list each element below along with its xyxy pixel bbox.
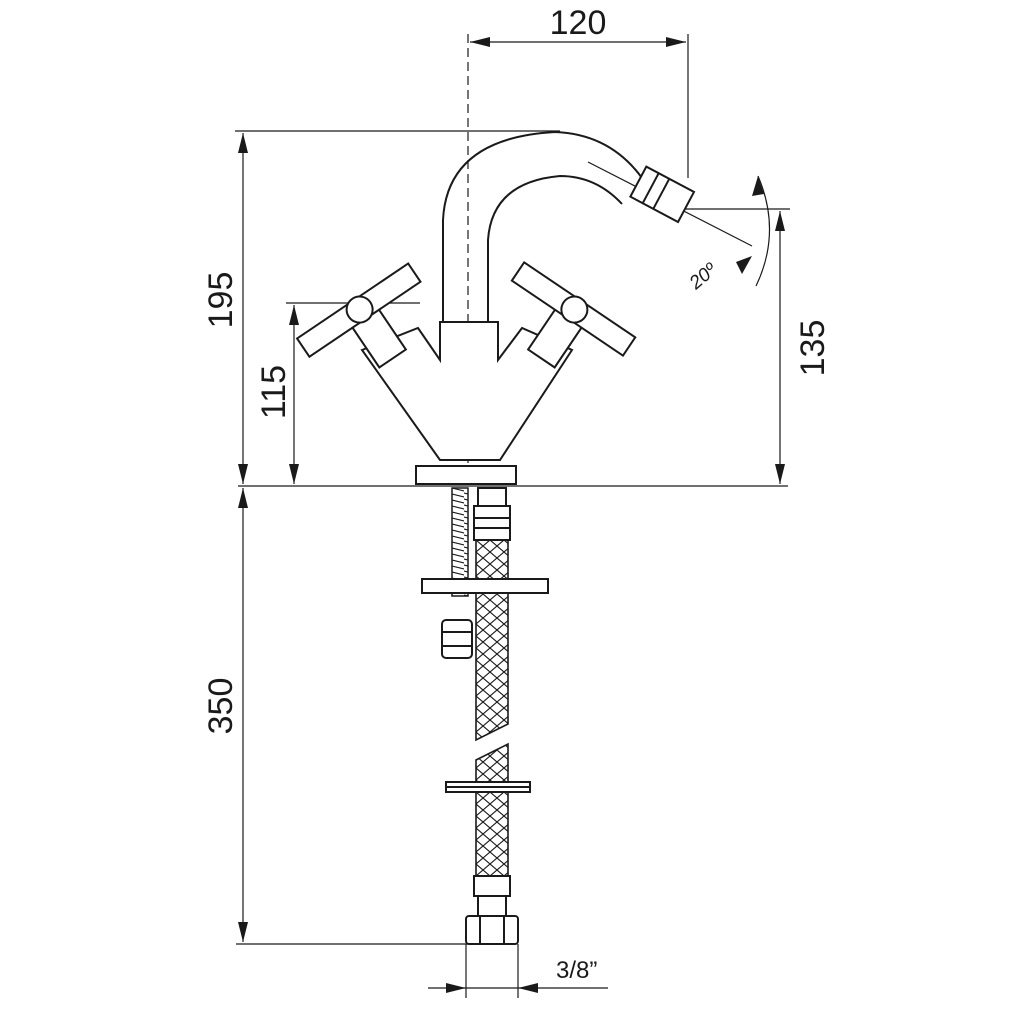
outlet-height-label: 135 — [794, 320, 832, 377]
reach-label: 120 — [550, 4, 607, 42]
hose-length-label: 350 — [202, 678, 240, 735]
arrowhead — [775, 464, 785, 484]
arrowhead — [289, 464, 299, 484]
hose-ferrule — [477, 895, 507, 917]
arrowhead — [775, 211, 785, 231]
spout-outer — [442, 130, 643, 322]
mixer-body — [360, 321, 574, 461]
arrowhead — [238, 922, 248, 942]
angle-label: 20º — [685, 259, 722, 294]
left-handle — [295, 262, 422, 369]
braided-hose-segment — [475, 539, 509, 580]
left-handle-hub — [345, 295, 374, 324]
hose-fitting-bottom — [473, 875, 511, 897]
arrowhead — [238, 133, 248, 153]
arrowhead — [736, 256, 752, 274]
mounting-plate — [421, 578, 549, 594]
installation-kit — [421, 487, 549, 945]
total-height-label: 195 — [202, 272, 240, 329]
arrowhead — [470, 37, 490, 47]
mounting-nut — [441, 619, 473, 659]
dimension-labels: 120 195 115 135 350 3/8” 20º — [202, 4, 832, 984]
connection-label: 3/8” — [556, 957, 597, 984]
right-handle-hub — [560, 295, 589, 324]
braided-hose-lower — [475, 742, 509, 877]
spout-inner — [487, 174, 623, 322]
hose-fitting-top — [473, 505, 511, 541]
braided-hose-upper — [475, 592, 509, 742]
handle-height-label: 115 — [255, 365, 293, 419]
arrowhead — [518, 983, 538, 993]
angle-arc — [755, 175, 771, 287]
hose-nut-bottom — [465, 915, 519, 945]
arrowhead — [666, 37, 686, 47]
hose-nut-top — [477, 487, 507, 507]
dimension-lines — [235, 34, 790, 998]
arrowhead — [752, 176, 764, 196]
arrowhead — [446, 983, 466, 993]
arrowhead — [238, 464, 248, 484]
faucet-base — [415, 465, 517, 485]
arrowhead — [238, 488, 248, 508]
threaded-rod — [451, 487, 469, 597]
arrowhead — [289, 305, 299, 325]
spout-aerator — [629, 165, 696, 224]
faucet — [295, 130, 696, 485]
right-handle — [510, 261, 637, 369]
